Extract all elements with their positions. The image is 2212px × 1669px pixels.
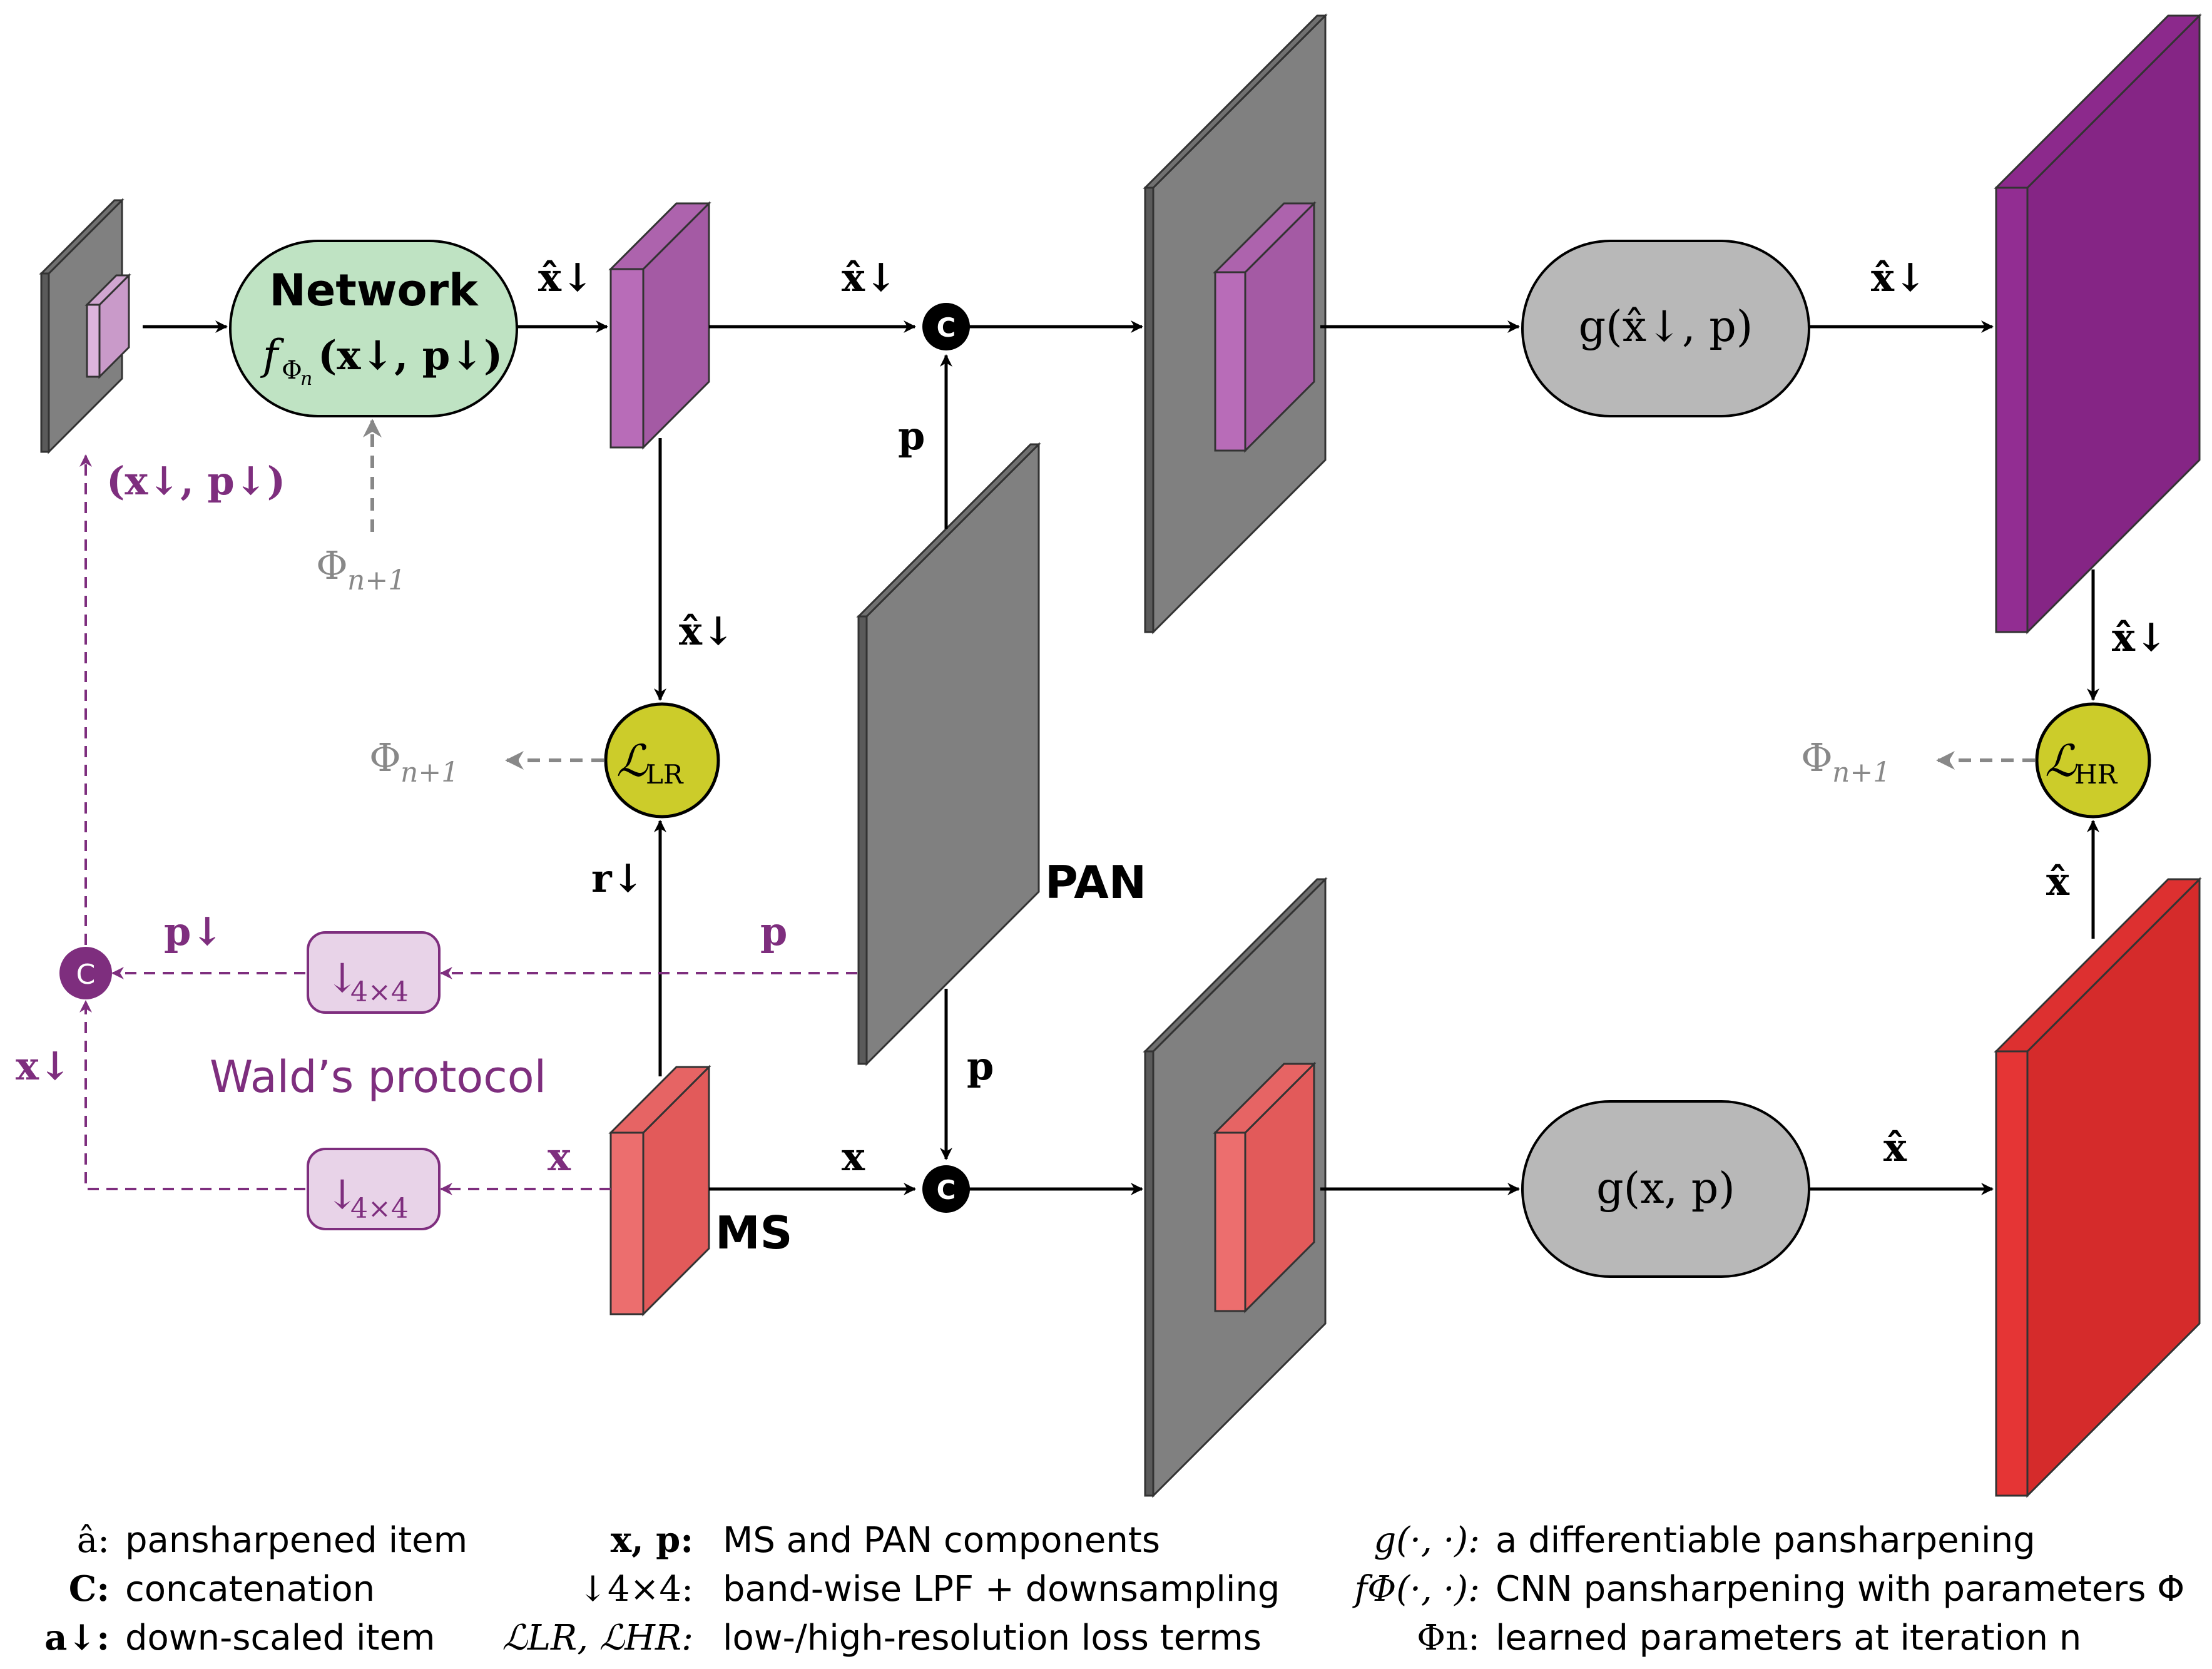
concat-node-bottom: C [922, 1165, 970, 1213]
label-xhat-down-3: x̂↓ [679, 608, 735, 654]
label-p-1: p [898, 413, 925, 459]
svg-text:(x↓, p↓): (x↓, p↓) [318, 332, 502, 379]
svg-text:Φ: Φ [1801, 735, 1833, 780]
ms-label: MS [715, 1207, 793, 1259]
concat-lr-inner-block [1213, 201, 1317, 453]
loss-lr-label: ℒ LR [616, 735, 684, 790]
network-box [229, 240, 518, 417]
label-p-down: p↓ [164, 909, 223, 954]
phi-label-network: Φ n+1 [316, 543, 405, 596]
legend-sym: Φn: [1417, 1618, 1480, 1658]
label-xhathat-down-2: x̂̂↓ [2112, 615, 2168, 660]
label-xhat-1: x̂ [2046, 859, 2070, 904]
label-xhat-down-1: x̂↓ [538, 255, 594, 300]
downsample-box-pan: ↓ 4×4 [307, 931, 441, 1014]
svg-text:n+1: n+1 [1832, 757, 1890, 789]
network-function: f Φ n (x↓, p↓) [260, 331, 502, 390]
downsample-sub: 4×4 [350, 1193, 409, 1225]
svg-text:Φ: Φ [282, 356, 302, 385]
legend-text: MS and PAN components [723, 1520, 1160, 1561]
svg-text:C: C [937, 312, 956, 343]
label-xhathat-down-1: x̂̂↓ [1871, 255, 1927, 300]
legend-text: CNN pansharpening with parameters Φ [1496, 1569, 2184, 1610]
label-xhat-2: x̂ [1883, 1125, 1907, 1170]
legend-text: band-wise LPF + downsampling [723, 1569, 1280, 1610]
label-x-1: x [842, 1134, 865, 1180]
legend-sym: ℒLR, ℒHR: [502, 1618, 693, 1658]
label-x-down: x↓ [16, 1043, 71, 1089]
loss-hr-circle [2035, 702, 2151, 819]
loss-lr-circle [604, 702, 720, 819]
downsample-sub: 4×4 [350, 976, 409, 1008]
svg-text:LR: LR [646, 759, 684, 790]
legend-text: learned parameters at iteration n [1496, 1618, 2081, 1658]
svg-text:ℒ: ℒ [2045, 735, 2077, 787]
wald-protocol-label: Wald’s protocol [210, 1051, 546, 1103]
loss-hr-label: ℒ HR [2045, 735, 2118, 790]
legend-sym: a↓: [44, 1617, 110, 1658]
legend-sym: x, p: [611, 1519, 693, 1561]
label-pair-down: (x↓, p↓) [106, 458, 285, 504]
input-ms-down-block [84, 273, 131, 379]
xhathat-down-block [1994, 13, 2202, 635]
label-r-down: r↓ [591, 855, 645, 901]
legend-sym: â: [77, 1520, 110, 1561]
concat-node-wald: C [59, 947, 112, 999]
legend-text: a differentiable pansharpening [1496, 1520, 2036, 1561]
svg-text:HR: HR [2074, 759, 2118, 790]
svg-text:C: C [937, 1175, 956, 1205]
legend-text: low-/high-resolution loss terms [723, 1618, 1261, 1658]
g-lr-label: g(x̂↓, p) [1579, 302, 1753, 352]
label-p-2: p [967, 1043, 994, 1089]
legend-text: down-scaled item [125, 1618, 435, 1658]
legend-text: concatenation [125, 1569, 375, 1610]
svg-text:Φ: Φ [316, 543, 348, 588]
svg-text:C: C [76, 959, 96, 991]
network-title: Network [269, 265, 479, 316]
param-update-arrows [363, 419, 2035, 770]
legend-sym: fΦ(·, ·): [1352, 1569, 1480, 1610]
svg-text:Φ: Φ [369, 735, 401, 780]
phi-label-lr: Φ n+1 [369, 735, 459, 789]
downsample-box-ms: ↓ 4×4 [307, 1148, 441, 1230]
concat-node-top: C [922, 303, 970, 350]
ms-block [608, 1064, 711, 1317]
legend-sym: ↓4×4: [578, 1569, 693, 1610]
legend-sym: g(·, ·): [1374, 1520, 1480, 1561]
input-lr-pair-block [39, 198, 125, 454]
phi-label-hr: Φ n+1 [1801, 735, 1890, 789]
pan-label: PAN [1045, 856, 1146, 909]
xhat-down-block [608, 201, 711, 450]
svg-text:n+1: n+1 [400, 757, 459, 789]
downsample-arrow: ↓ [325, 956, 359, 1002]
solid-arrows [143, 320, 2099, 1195]
svg-text:ℒ: ℒ [616, 735, 649, 787]
label-xhat-down-2: x̂↓ [842, 255, 897, 300]
legend-text: pansharpened item [125, 1520, 467, 1561]
g-lr-box [1521, 240, 1810, 417]
svg-text:n+1: n+1 [347, 564, 405, 596]
svg-text:n: n [300, 368, 312, 390]
label-p-wald: p [760, 909, 787, 954]
pan-block [856, 442, 1041, 1066]
wald-arrows [79, 454, 857, 1195]
concat-hr-inner-block [1213, 1061, 1317, 1314]
legend: â: pansharpened item C: concatenation a↓… [44, 1519, 2184, 1658]
g-hr-label: g(x, p) [1596, 1164, 1735, 1213]
downsample-arrow: ↓ [325, 1172, 359, 1218]
xhat-hr-block [1994, 877, 2202, 1498]
label-x-wald: x [548, 1134, 571, 1180]
legend-sym: C: [69, 1568, 110, 1610]
